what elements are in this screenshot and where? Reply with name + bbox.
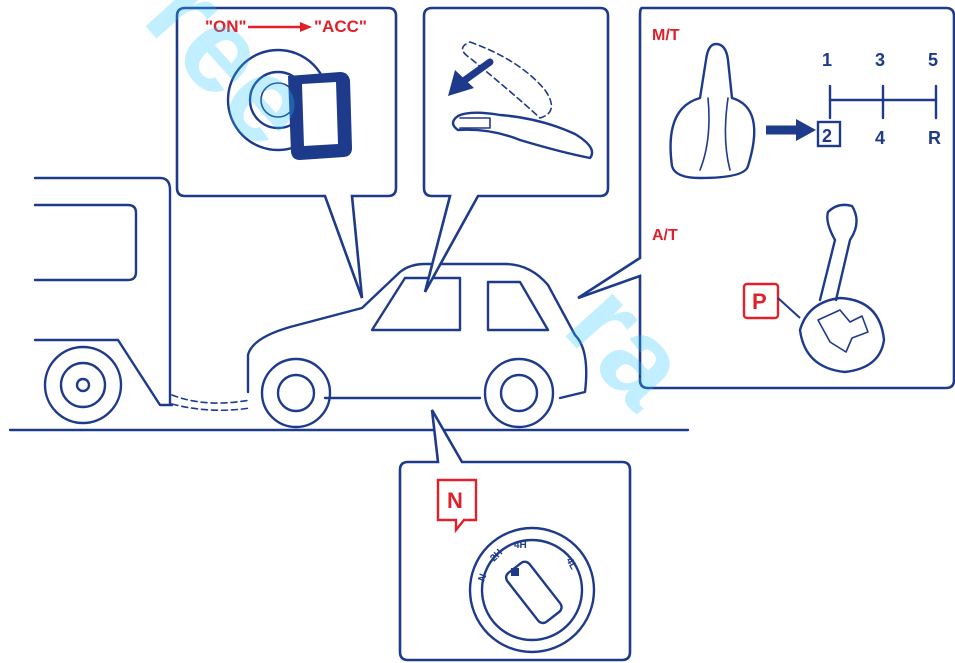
tow-chain bbox=[172, 395, 250, 403]
dial-label-4h: 4H bbox=[514, 540, 527, 551]
transfer-position-label: N bbox=[447, 488, 463, 513]
transfer-panel: N N 2H 4H 4L bbox=[400, 410, 630, 660]
tow-truck bbox=[35, 178, 172, 423]
gear-label-2: 2 bbox=[822, 126, 832, 146]
gear-label-4: 4 bbox=[875, 128, 885, 148]
ignition-acc-label: "ACC" bbox=[314, 17, 367, 36]
gear-label-1: 1 bbox=[822, 50, 832, 70]
parking-brake-panel bbox=[424, 8, 608, 292]
car-front-wheel bbox=[262, 359, 330, 427]
at-position-label: P bbox=[752, 289, 767, 314]
towed-car bbox=[248, 264, 586, 427]
at-label: A/T bbox=[652, 227, 678, 244]
truck-wheel bbox=[45, 347, 121, 423]
gear-label-5: 5 bbox=[928, 50, 938, 70]
gear-label-3: 3 bbox=[875, 50, 885, 70]
mt-label: M/T bbox=[652, 27, 680, 44]
watermark: ree ra bbox=[121, 0, 717, 433]
gear-label-r: R bbox=[928, 128, 941, 148]
car-rear-wheel bbox=[485, 359, 553, 427]
